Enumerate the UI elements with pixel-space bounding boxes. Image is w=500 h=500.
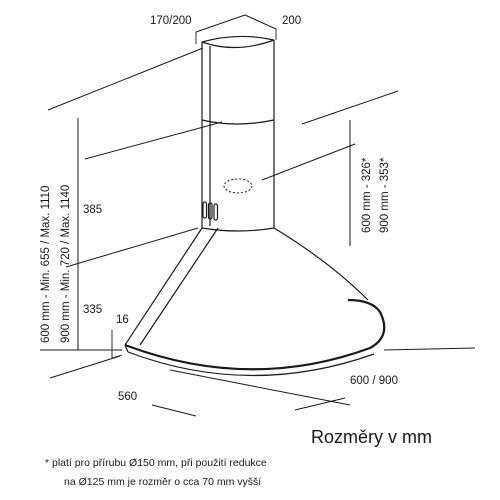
outlet-height-900-label: 900 mm - 353* [379,157,391,233]
top-height-extension-line [47,47,204,111]
depth-dimension-line [151,404,197,417]
vent-slot [213,203,219,221]
height-total-600-label: 600 mm - Min. 655 / Max. 1110 [40,186,52,343]
edge-thickness-label: 16 [116,314,129,326]
footnote-line-2: na Ø125 mm je rozměr o cca 70 mm vyšší [64,476,261,488]
canopy-height-label: 335 [83,304,102,316]
chimney-top-front-edge [201,39,275,49]
dimension-labels: 170/200 200 600 mm - Min. 655 / Max. 111… [40,15,398,403]
chimney-bottom-edge [201,227,275,232]
vent-slot [202,201,208,219]
outlet-flange [223,178,253,194]
canopy-front-left-edge [139,227,219,346]
footnote-line-1: * platí pro přírubu Ø150 mm, při použití… [45,457,267,469]
canopy-rim-lower [127,351,375,377]
chimney-bottom-extension-line [65,227,199,268]
width-end-extension [294,397,346,411]
outlet-top-extension-line [301,90,399,125]
canopy-left-edge [124,227,203,346]
chimney-height-label: 385 [83,204,102,216]
outlet-height-600-label: 600 mm - 326* [361,157,373,233]
canopy-right-edge [273,227,369,301]
canopy-rim [124,298,386,371]
canopy-rim-corner [124,344,129,353]
depth-left-extension-line [49,355,121,379]
chimney-split-edge [201,119,275,125]
top-depth-dimension-line [195,14,246,33]
outlet-leader-line [261,143,356,181]
top-width-label: 200 [282,15,301,27]
width-right-extension-line [383,347,476,351]
width-dimension-line [169,369,351,406]
top-width-dimension-line [244,14,277,30]
hood-body [124,35,386,377]
drawing-title: Rozměry v mm [311,427,432,447]
dimension-lines [40,14,476,417]
chimney-top-back-edge [201,35,275,43]
vent-slot [207,202,213,220]
width-label: 600 / 900 [350,375,398,387]
top-depth-label: 170/200 [150,15,192,27]
depth-label: 560 [118,391,137,403]
height-total-900-label: 900 mm - Min. 720 / Max. 1140 [60,185,72,343]
chimney-split-extension-line [84,121,223,160]
